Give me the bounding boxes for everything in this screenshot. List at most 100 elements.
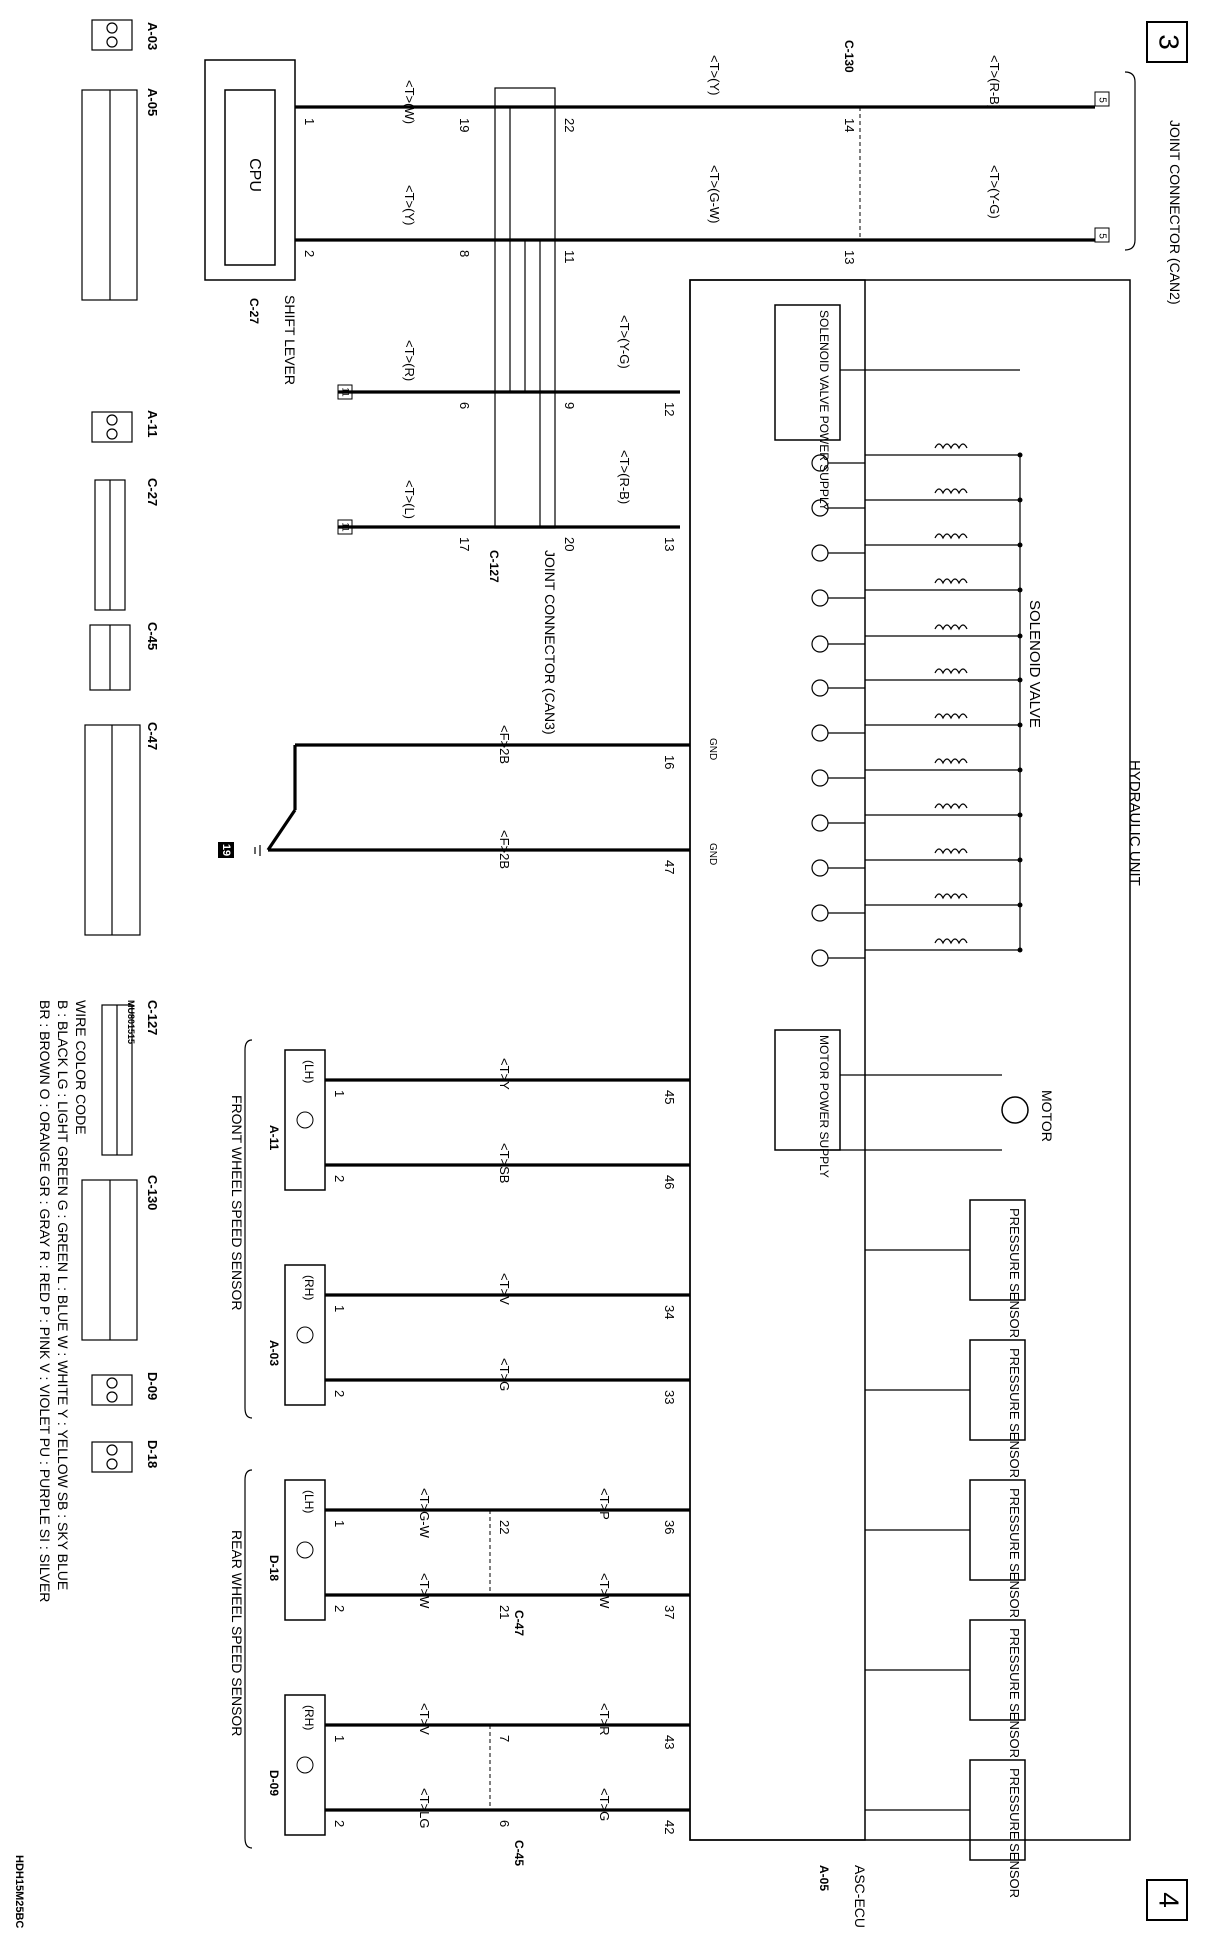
wire-label-rb1: <T>(R-B) [987, 55, 1002, 109]
sensor-wire-label-ecu: <T>W [597, 1573, 612, 1609]
asc-ecu-box [689, 279, 866, 1841]
conn-label-a05: A-05 [145, 88, 160, 116]
pressure-sensor-3: PRESSURE SENSOR [865, 1479, 1026, 1618]
solenoid-power-label: SOLENOID VALVE POWER SUPPLY [817, 310, 831, 511]
conn-label-a11: A-11 [145, 410, 160, 437]
gnd-a: GND [707, 738, 718, 760]
solenoid-9 [811, 803, 1023, 832]
pin-13: 13 [842, 250, 857, 264]
pin-1: 1 [302, 118, 317, 125]
transistor-icon [811, 904, 829, 922]
shift-lever-id: C-27 [247, 298, 261, 324]
motor-icon [1001, 1096, 1029, 1124]
transistor-icon [811, 724, 829, 742]
sensor-wire-label: <T>LG [417, 1788, 432, 1828]
conn-label-c47: C-47 [145, 722, 160, 750]
sensor-pin: 1 [332, 1735, 347, 1742]
mid-pin: 22 [497, 1520, 512, 1534]
solenoid-2 [811, 488, 1023, 517]
wire-label-gw: <T>(G-W) [707, 165, 722, 224]
front-rh-id: A-03 [267, 1340, 281, 1366]
asc-ecu-text: ASC-ECU [852, 1865, 868, 1928]
wire-label-l: <T>(L) [402, 480, 417, 519]
can2-pin-b: 5 [1096, 233, 1107, 239]
ground-wires [254, 743, 690, 856]
solenoid-valve-label: SOLENOID VALVE [1026, 600, 1043, 728]
page-number-box-bottom: 4 [1146, 1879, 1188, 1921]
diagram-code: HDH15M25BC [13, 1855, 25, 1928]
pin-9: 9 [562, 402, 577, 409]
ecu-pin: 42 [662, 1820, 677, 1834]
sensor-wire-label: <T>SB [497, 1143, 512, 1183]
sensor-wire-3: <T>V 34 1 [325, 1273, 690, 1319]
conn-label-d09: D-09 [145, 1372, 160, 1400]
page-number-bottom: 4 [1154, 1892, 1185, 1908]
transistor-icon [811, 635, 829, 653]
sensor-wire-label: <T>G-W [417, 1488, 432, 1539]
hydraulic-unit-box [689, 279, 1131, 1841]
shift-lever: CPU SHIFT LEVER C-27 [204, 59, 298, 385]
flag-11b: 11 [341, 522, 351, 531]
conn-label-c130: C-130 [145, 1175, 160, 1210]
pin-12: 12 [662, 402, 677, 416]
pressure-sensor-label: PRESSURE SENSOR [1007, 1768, 1022, 1898]
pressure-sensor-label: PRESSURE SENSOR [1007, 1628, 1022, 1758]
rear-lh: (LH) [302, 1490, 316, 1513]
solenoid-12 [811, 938, 1023, 967]
front-lh: (LH) [302, 1060, 316, 1083]
pressure-sensor-2: PRESSURE SENSOR [865, 1339, 1026, 1478]
solenoid-5 [811, 624, 1023, 653]
conn-label-c45: C-45 [145, 622, 160, 650]
hydraulic-unit-label: HYDRAULIC UNIT [1126, 760, 1143, 886]
conn-label-d18: D-18 [145, 1440, 160, 1468]
legend-title: WIRE COLOR CODE [73, 1000, 89, 1135]
can-end-flags: 11 11 [337, 384, 353, 535]
wire-label-y2: <T>(Y) [402, 185, 417, 225]
pin-14: 14 [842, 118, 857, 132]
page-number-top: 3 [1154, 34, 1185, 50]
sensor-pin: 1 [332, 1520, 347, 1527]
pressure-sensor-label: PRESSURE SENSOR [1007, 1348, 1022, 1478]
sensor-pin: 2 [332, 1820, 347, 1827]
gnd-wire-label-a: <F>2B [497, 725, 512, 764]
transistor-icon [811, 859, 829, 877]
wire-label-y1: <T>(Y) [707, 55, 722, 95]
sensor-pin: 1 [332, 1305, 347, 1312]
legend-line-2: BR : BROWN O : ORANGE GR : GRAY R : RED … [37, 1000, 53, 1602]
joint-connector-can2: JOINT CONNECTOR (CAN2) 5 5 [1094, 71, 1183, 305]
mid-pin: 6 [497, 1820, 512, 1827]
sensor-wire-label-ecu: <T>G [597, 1788, 612, 1821]
asc-ecu-label: ASC-ECU A-05 [817, 1865, 868, 1928]
conn-label-c127: C-127 [145, 1000, 160, 1035]
transistor-icon [811, 589, 829, 607]
can2-pin-a: 5 [1096, 97, 1107, 103]
ecu-pin: 34 [662, 1305, 677, 1319]
mid-pin: 7 [497, 1735, 512, 1742]
joint-can2-label: JOINT CONNECTOR (CAN2) [1167, 120, 1183, 305]
sensor-pin: 2 [332, 1605, 347, 1612]
c47-label: C-47 [512, 1610, 526, 1636]
pin-22: 22 [562, 118, 577, 132]
transistor-icon [811, 814, 829, 832]
solenoid-8 [811, 758, 1023, 787]
connector-faces [81, 19, 141, 1473]
pin-11: 11 [562, 250, 577, 264]
rear-wheel-sensors: (LH) D-18 (RH) D-09 REAR WHEEL SPEED SEN… [229, 1469, 326, 1849]
c45-label: C-45 [512, 1840, 526, 1866]
ground-19: 19 [220, 844, 232, 856]
wire-label-rb2: <T>(R-B) [617, 450, 632, 504]
sensor-wire-8: <T>LG <T>G 42 2 6 [325, 1788, 690, 1834]
sensor-wire-label: <T>V [497, 1273, 512, 1305]
pin-13b: 13 [662, 537, 677, 551]
joint-can3-id: C-127 [487, 550, 501, 583]
legend-line-1: B : BLACK LG : LIGHT GREEN G : GREEN L :… [55, 1000, 71, 1590]
solenoid-10 [811, 848, 1023, 877]
pin-47: 47 [662, 860, 677, 874]
pressure-sensor-1: PRESSURE SENSOR [865, 1199, 1026, 1338]
c130-label: C-130 [842, 40, 856, 73]
pressure-sensor-4: PRESSURE SENSOR [865, 1619, 1026, 1758]
ecu-pin: 36 [662, 1520, 677, 1534]
flag-11a: 11 [341, 387, 351, 396]
